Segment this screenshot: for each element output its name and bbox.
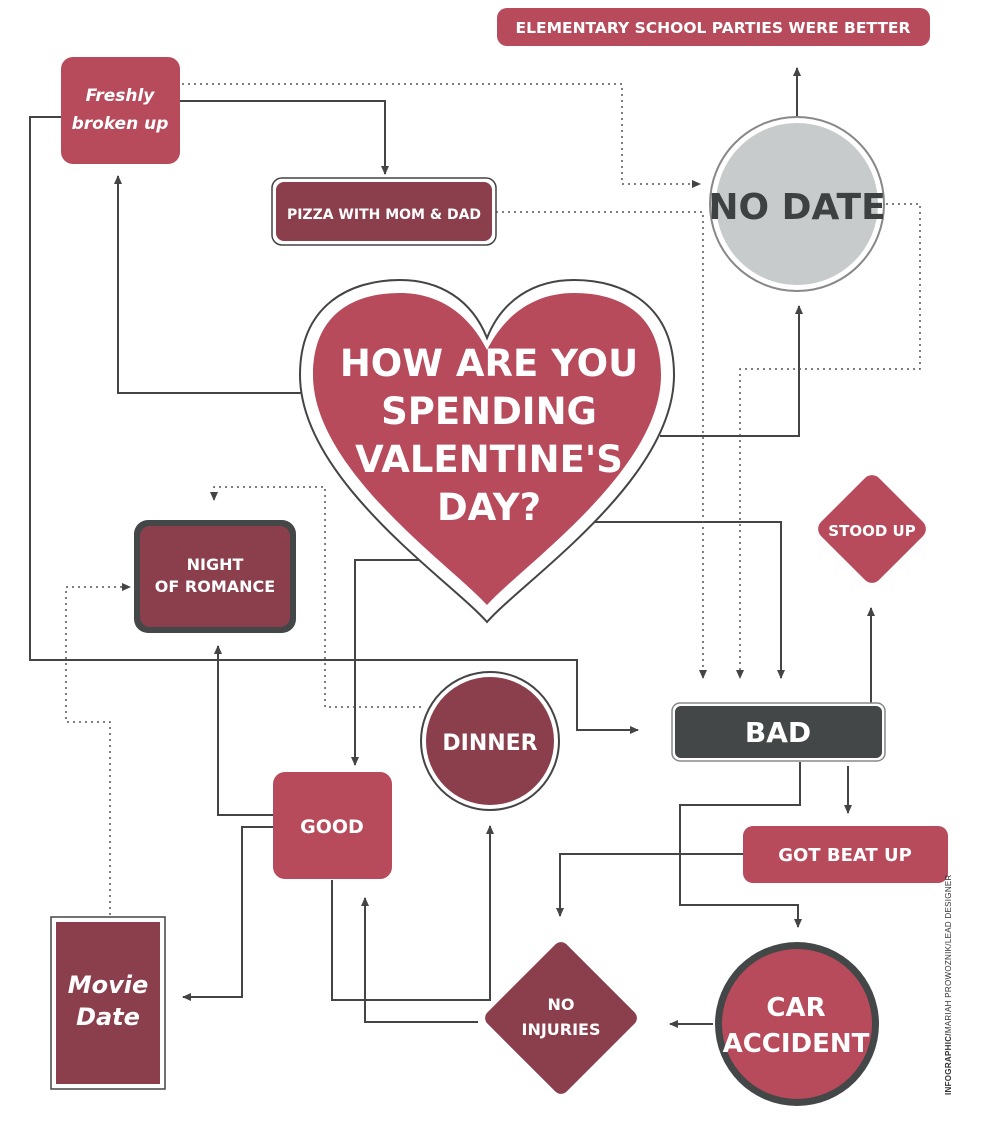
dotted-movie-to-romance — [65, 583, 131, 915]
car-accident-circle: CAR ACCIDENT — [715, 942, 879, 1106]
got-beat-up-box: GOT BEAT UP — [743, 826, 948, 883]
credit-role: INFOGRAPHIC/ — [944, 1033, 953, 1095]
car-accident-line-2: ACCIDENT — [723, 1029, 870, 1059]
movie-date-line-2: Date — [76, 1003, 140, 1031]
dotted-connectors — [65, 83, 921, 915]
question-line-4: DAY? — [437, 486, 541, 529]
car-accident-line-1: CAR — [766, 993, 825, 1023]
question-line-2: SPENDING — [381, 390, 597, 433]
banner-label: ELEMENTARY SCHOOL PARTIES WERE BETTER — [516, 19, 911, 37]
question-line-3: VALENTINE'S — [355, 438, 623, 481]
banner-box: ELEMENTARY SCHOOL PARTIES WERE BETTER — [497, 8, 930, 46]
pizza-label: PIZZA WITH MOM & DAD — [287, 207, 481, 223]
movie-date-line-1: Movie — [68, 971, 149, 999]
pizza-box: PIZZA WITH MOM & DAD — [271, 177, 497, 246]
freshly-broken-up-line-2: broken up — [72, 114, 169, 134]
connector-good-to-dinner — [331, 825, 494, 1001]
stood-up-label: STOOD UP — [828, 522, 915, 540]
stood-up-diamond: STOOD UP — [818, 475, 926, 583]
solid-connectors — [29, 67, 875, 1028]
good-box: GOOD — [273, 772, 392, 879]
no-date-circle: NO DATE — [708, 116, 886, 292]
connector-good-to-romance — [214, 645, 274, 816]
connector-freshly-to-pizza — [180, 100, 389, 175]
designer-credit: INFOGRAPHIC/MARIAH PROWOZNIK/LEAD DESIGN… — [944, 874, 953, 1095]
connector-heart-to-nodate — [660, 305, 803, 437]
no-injuries-diamond: NO INJURIES — [485, 942, 637, 1094]
connector-freshly-to-bad — [29, 116, 639, 734]
freshly-broken-up-line-1: Freshly — [86, 86, 156, 106]
connector-good-to-movie — [182, 826, 274, 1001]
good-label: GOOD — [300, 816, 364, 838]
credit-name: MARIAH PROWOZNIK/LEAD DESIGNER — [944, 874, 953, 1034]
got-beat-up-label: GOT BEAT UP — [778, 845, 912, 866]
bad-box: BAD — [671, 702, 886, 762]
no-date-label: NO DATE — [708, 187, 885, 228]
connector-heart-to-good — [351, 559, 432, 766]
connector-heart-to-freshly — [114, 175, 312, 394]
heart-question: HOW ARE YOU SPENDING VALENTINE'S DAY? — [298, 278, 676, 624]
dinner-label: DINNER — [442, 731, 537, 756]
movie-date-box: Movie Date — [50, 916, 166, 1090]
connector-heart-to-bad — [580, 521, 785, 679]
dinner-circle: DINNER — [420, 671, 560, 811]
night-of-romance-line-1: NIGHT — [187, 555, 244, 574]
dotted-freshly-to-nodate — [182, 83, 701, 188]
connector-beatup-to-noinjuries — [556, 853, 745, 917]
dotted-nodate-to-bad — [736, 203, 921, 679]
night-of-romance-box: NIGHT OF ROMANCE — [134, 520, 296, 633]
dotted-pizza-to-bad — [496, 211, 707, 679]
no-injuries-line-2: INJURIES — [521, 1020, 600, 1039]
freshly-broken-up-box: Freshly broken up — [61, 57, 180, 164]
question-line-1: HOW ARE YOU — [340, 342, 638, 385]
connector-noinjuries-to-good — [361, 897, 478, 1023]
night-of-romance-line-2: OF ROMANCE — [155, 577, 275, 596]
no-injuries-line-1: NO — [548, 995, 575, 1014]
bad-label: BAD — [745, 716, 811, 749]
